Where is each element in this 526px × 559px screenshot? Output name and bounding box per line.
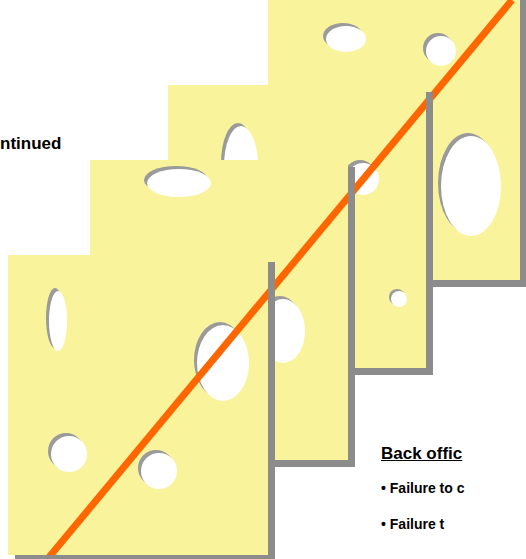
section-heading: Back offic <box>381 444 462 464</box>
bullet-text: • Failure t <box>381 516 444 532</box>
cheese-hole <box>441 136 501 236</box>
cheese-hole <box>51 436 87 472</box>
cheese-hole <box>391 291 407 307</box>
cheese-hole <box>326 26 366 52</box>
cheese-hole <box>147 169 211 197</box>
cheese-hole <box>426 36 456 66</box>
slide-title: ntinued <box>0 134 61 154</box>
accident-trajectory <box>45 255 268 555</box>
cheese-hole <box>49 291 67 351</box>
cheese-hole <box>141 453 177 489</box>
cheese-slice <box>8 255 268 555</box>
cheese-hole <box>197 325 249 401</box>
accident-trajectory <box>268 0 512 280</box>
bullet-text: • Failure to c <box>381 480 464 496</box>
